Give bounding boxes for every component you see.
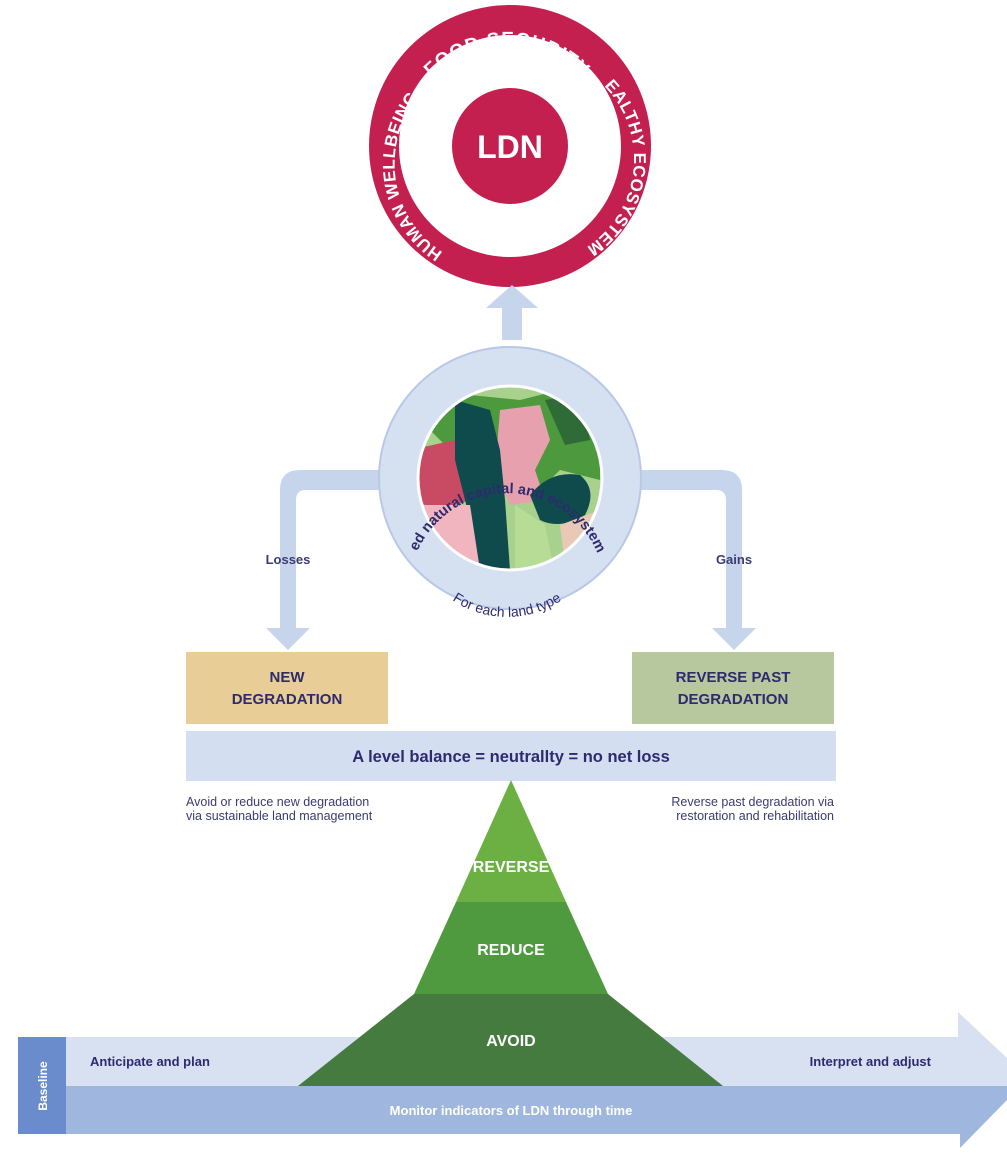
pyramid-tier-avoid (298, 994, 723, 1086)
note-left-line1: Avoid or reduce new degradation (186, 795, 369, 809)
anticipate-plan-label: Anticipate and plan (90, 1054, 210, 1069)
ldn-center-circle (452, 88, 568, 204)
new-degradation-line1: NEW (270, 669, 306, 686)
losses-branch-arrow (266, 470, 390, 650)
baseline-label: Baseline (36, 1061, 50, 1111)
gains-label: Gains (716, 552, 752, 567)
baseline-bar (18, 1037, 66, 1134)
balance-bar (186, 731, 836, 781)
reverse-past-degradation-line2: DEGRADATION (678, 691, 789, 708)
up-arrow (486, 285, 538, 340)
ldn-center-label: LDN (477, 129, 543, 165)
balance-bar-label: A level balance = neutrallty = no net lo… (352, 748, 670, 766)
gains-branch-arrow (632, 470, 756, 650)
reverse-past-degradation-box (632, 652, 834, 724)
pyramid-label-reverse: REVERSE (473, 859, 550, 876)
interpret-adjust-label: Interpret and adjust (810, 1054, 932, 1069)
land-mosaic-border (416, 384, 604, 572)
losses-label: Losses (266, 552, 311, 567)
note-left-line2: via sustainable land management (186, 809, 373, 823)
note-right-line2: restoration and rehabilitation (676, 809, 834, 823)
pyramid-label-reduce: REDUCE (477, 942, 545, 959)
new-degradation-line2: DEGRADATION (232, 691, 343, 708)
timeline-lower-arrow (40, 1086, 1007, 1148)
note-right-line1: Reverse past degradation via (671, 795, 834, 809)
new-degradation-box (186, 652, 388, 724)
pyramid-tier-reverse (456, 780, 566, 902)
reverse-past-degradation-line1: REVERSE PAST (676, 669, 791, 686)
pyramid-label-avoid: AVOID (486, 1033, 535, 1050)
land-mosaic-image (418, 386, 602, 570)
pyramid-tier-reduce (414, 902, 608, 994)
monitor-indicators-label: Monitor indicators of LDN through time (390, 1103, 633, 1118)
